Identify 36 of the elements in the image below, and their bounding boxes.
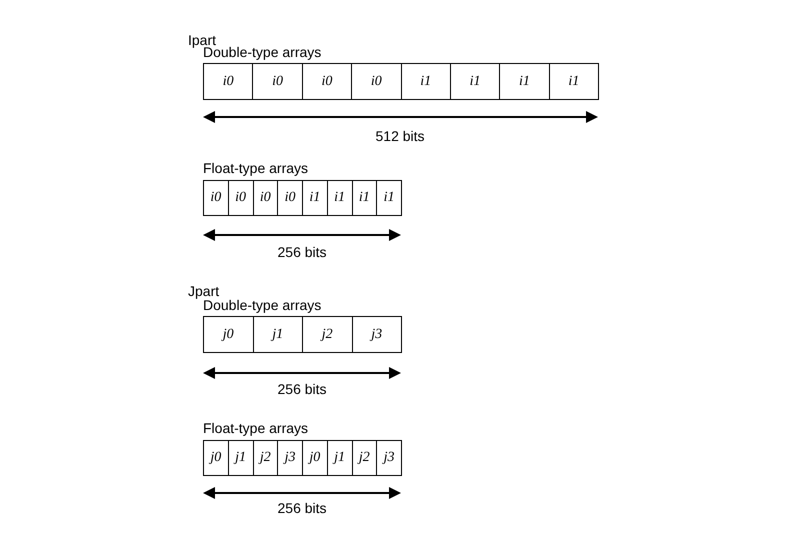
array-cell: j2 bbox=[302, 316, 352, 353]
section-heading: Jpart bbox=[188, 283, 220, 299]
array-cell: i0 bbox=[203, 63, 254, 100]
array-cell: j1 bbox=[228, 440, 254, 476]
array-cell: i0 bbox=[302, 63, 352, 100]
array-type-label: Float-type arrays bbox=[203, 420, 308, 436]
array-cell: j1 bbox=[326, 440, 352, 476]
array-cell: j0 bbox=[302, 440, 328, 476]
array-cell: i0 bbox=[277, 180, 303, 216]
array-cell: j0 bbox=[203, 440, 229, 476]
bit-width-label: 256 bits bbox=[278, 244, 327, 260]
bit-width-label: 512 bits bbox=[376, 128, 425, 144]
array-cell: i0 bbox=[203, 180, 229, 216]
array-cell: j2 bbox=[252, 440, 278, 476]
array-cell: j3 bbox=[352, 316, 402, 353]
array-cell: i1 bbox=[400, 63, 451, 100]
array-cell: i1 bbox=[326, 180, 352, 216]
array-cell: i1 bbox=[376, 180, 402, 216]
array-cell: j3 bbox=[376, 440, 402, 476]
array-cell: j3 bbox=[277, 440, 303, 476]
array-type-label: Float-type arrays bbox=[203, 160, 308, 176]
array-cell: i0 bbox=[351, 63, 402, 100]
array-cell: i0 bbox=[252, 63, 303, 100]
array-cell: j1 bbox=[252, 316, 303, 353]
array-cell: i1 bbox=[548, 63, 599, 100]
array-cell: j0 bbox=[203, 316, 254, 353]
array-cell: i0 bbox=[228, 180, 254, 216]
array-cell: i1 bbox=[499, 63, 550, 100]
array-cell: i0 bbox=[252, 180, 278, 216]
bit-width-label: 256 bits bbox=[278, 500, 327, 516]
bit-width-label: 256 bits bbox=[278, 381, 327, 397]
array-cell: j2 bbox=[352, 440, 378, 476]
array-type-label: Double-type arrays bbox=[203, 297, 322, 313]
array-cell: i1 bbox=[352, 180, 378, 216]
array-cell: i1 bbox=[450, 63, 500, 100]
array-cell: i1 bbox=[302, 180, 328, 216]
